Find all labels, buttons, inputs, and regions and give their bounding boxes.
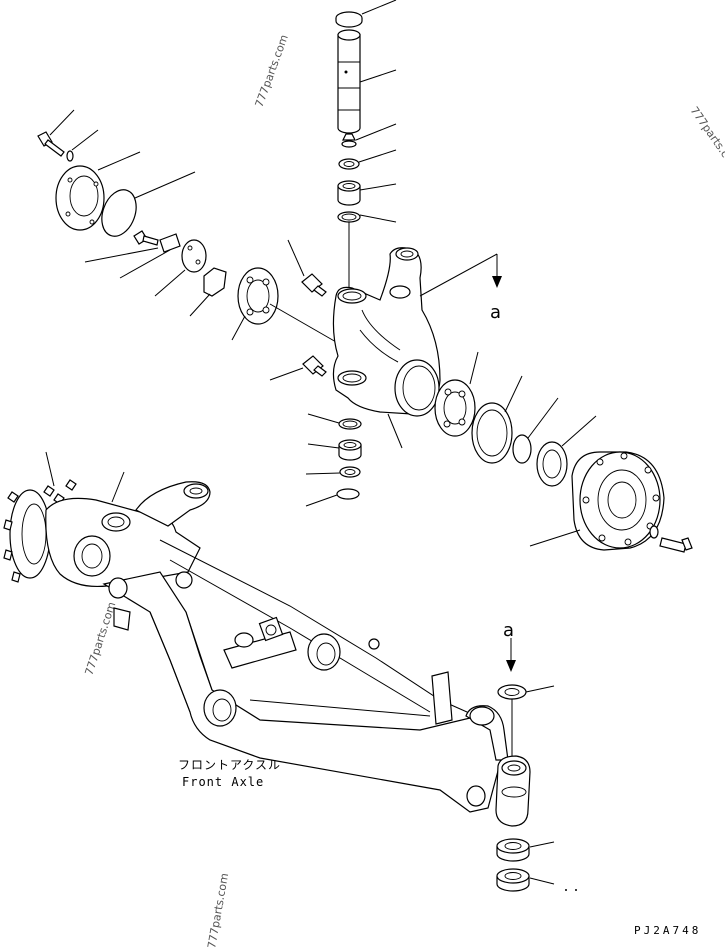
drawing-code: PJ2A748 [634, 924, 701, 937]
assembly-label-en: Front Axle [182, 775, 264, 789]
detail-ref-label-top: a [490, 302, 501, 323]
front-axle-housing [3, 451, 509, 813]
watermark-2: 777parts.com [688, 104, 725, 174]
watermark-3: 777parts.com [82, 600, 118, 677]
detail-ref-label-bottom: a [503, 620, 514, 641]
watermark-1: 777parts.com [253, 33, 291, 109]
hub-bearing-group [434, 351, 693, 553]
assembly-label-jp: フロントアクスル [178, 758, 281, 772]
watermark-4: 777parts.com [205, 872, 231, 949]
steering-knuckle [332, 247, 502, 449]
grease-fittings [269, 239, 327, 381]
king-pin-stack-top [335, 0, 397, 288]
flange-studs [3, 479, 77, 583]
right-king-pin-stack [495, 638, 577, 892]
hub-cap-group [37, 109, 351, 351]
king-pin-stack-bottom [305, 413, 362, 507]
